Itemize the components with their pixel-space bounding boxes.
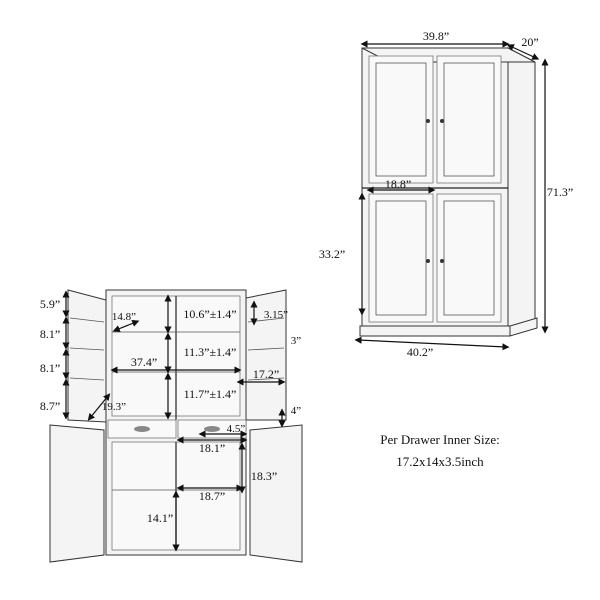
dim-shelf-81a: 8.1” bbox=[40, 327, 60, 341]
open-cabinet-drawing bbox=[49, 289, 303, 563]
dim-gap-3: 3” bbox=[291, 335, 302, 347]
base-width-arrow bbox=[354, 336, 510, 351]
dim-depth-193: 19.3” bbox=[102, 401, 126, 413]
dim-width-top: 39.8” bbox=[423, 29, 449, 43]
drawer-size-note-value: 17.2x14x3.5inch bbox=[396, 454, 484, 469]
dim-shelf-81b: 8.1” bbox=[40, 361, 60, 375]
dim-upper-inner-width: 18.8” bbox=[385, 177, 411, 191]
dim-gap-106: 10.6”±1.4” bbox=[183, 307, 236, 321]
dim-lower-187: 18.7” bbox=[199, 489, 225, 503]
dim-depth-top: 20” bbox=[521, 35, 538, 49]
dim-height-total: 71.3” bbox=[547, 185, 573, 199]
dim-lower-141: 14.1” bbox=[147, 511, 173, 525]
dim-handle-45: 4.5” bbox=[227, 423, 246, 435]
dim-width-374: 37.4” bbox=[131, 355, 157, 369]
dim-shelf-87: 8.7” bbox=[40, 399, 60, 413]
dim-gap-113: 11.3”±1.4” bbox=[184, 345, 237, 359]
dim-lower-183: 18.3” bbox=[251, 469, 277, 483]
dim-door-148: 14.8” bbox=[112, 311, 136, 323]
depth-arrow bbox=[506, 44, 540, 60]
door-148-arrow bbox=[112, 319, 140, 333]
drawer-size-note-title: Per Drawer Inner Size: bbox=[380, 432, 499, 447]
dim-gap-315: 3.15” bbox=[264, 309, 288, 321]
dim-lower-height: 33.2” bbox=[319, 247, 345, 261]
dim-shelf-59: 5.9” bbox=[40, 297, 60, 311]
depth-193-arrow bbox=[87, 393, 111, 421]
closed-cabinet-drawing bbox=[359, 47, 538, 337]
dim-width-172: 17.2” bbox=[253, 367, 279, 381]
dim-base-width: 40.2” bbox=[407, 345, 433, 359]
dim-gap-117: 11.7”±1.4” bbox=[184, 387, 237, 401]
dim-gap-4: 4” bbox=[291, 405, 302, 417]
dim-drawer-181: 18.1” bbox=[199, 441, 225, 455]
